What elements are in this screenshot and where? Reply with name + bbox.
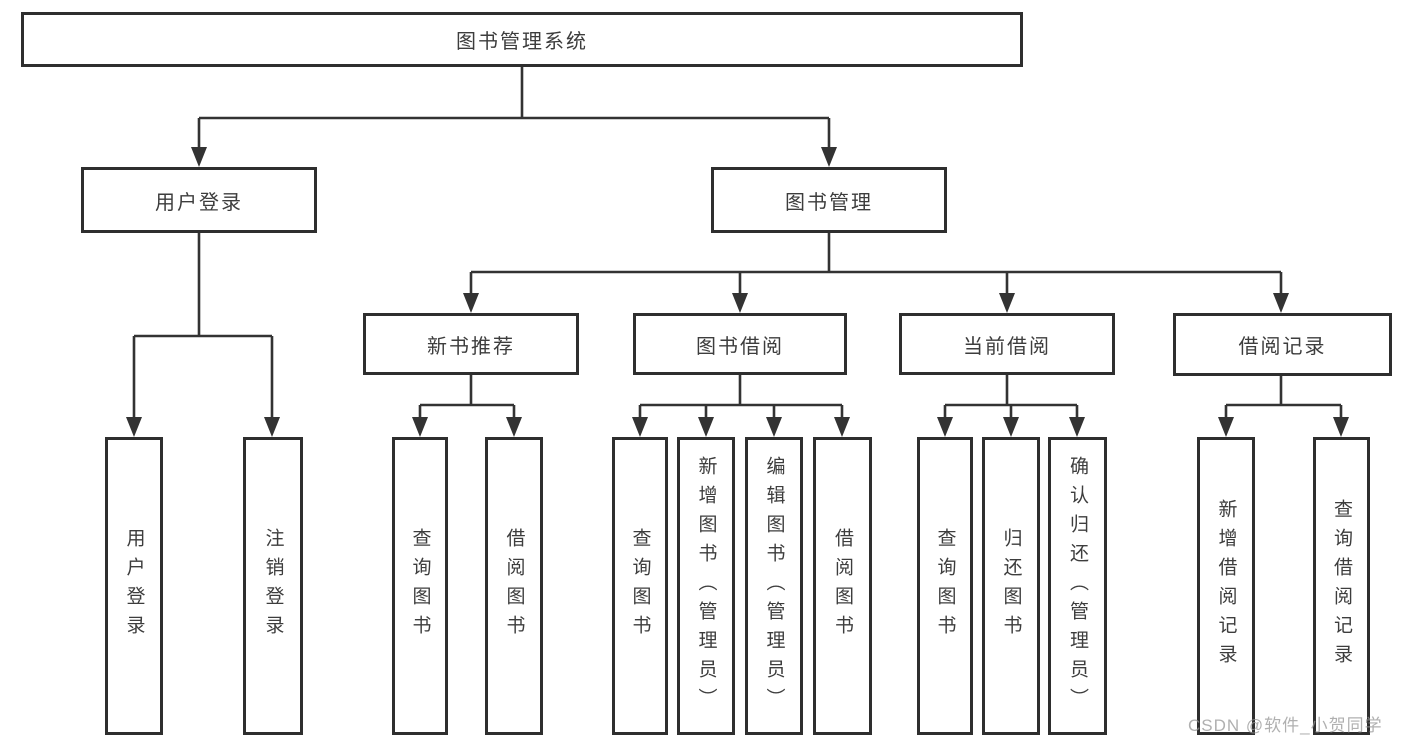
leaf-user-login: 用户登录 (105, 437, 163, 735)
leaf-logout-login-label: 注销登录 (262, 528, 284, 644)
node-borrow-records-label: 借阅记录 (1238, 336, 1327, 358)
leaf-query-books-recommend-label: 查询图书 (409, 528, 431, 644)
leaf-query-books-current: 查询图书 (917, 437, 973, 735)
leaf-borrow-books: 借阅图书 (813, 437, 872, 735)
node-user-login-label: 用户登录 (155, 191, 243, 214)
leaf-confirm-return-admin: 确认归还（管理员） (1048, 437, 1107, 735)
leaf-edit-books-admin-label: 编辑图书（管理员） (763, 455, 785, 717)
node-book-borrow-label: 图书借阅 (696, 335, 784, 358)
node-current-borrow: 当前借阅 (899, 313, 1115, 375)
leaf-add-borrow-record-label: 新增借阅记录 (1215, 499, 1237, 673)
leaf-query-books-current-label: 查询图书 (934, 528, 956, 644)
node-user-login: 用户登录 (81, 167, 317, 233)
node-new-book-recommend: 新书推荐 (363, 313, 579, 375)
leaf-user-login-label: 用户登录 (123, 528, 145, 644)
leaf-return-books: 归还图书 (982, 437, 1040, 735)
leaf-edit-books-admin: 编辑图书（管理员） (745, 437, 803, 735)
leaf-query-borrow-record: 查询借阅记录 (1313, 437, 1370, 735)
node-book-management-label: 图书管理 (785, 191, 873, 214)
leaf-borrow-books-recommend-label: 借阅图书 (503, 528, 525, 644)
leaf-query-borrow-record-label: 查询借阅记录 (1331, 499, 1352, 673)
node-current-borrow-label: 当前借阅 (963, 335, 1051, 358)
node-book-management: 图书管理 (711, 167, 947, 233)
leaf-logout-login: 注销登录 (243, 437, 303, 735)
leaf-query-books-borrow: 查询图书 (612, 437, 668, 735)
leaf-add-borrow-record: 新增借阅记录 (1197, 437, 1255, 735)
leaf-query-books-borrow-label: 查询图书 (629, 528, 651, 644)
node-new-book-recommend-label: 新书推荐 (427, 335, 515, 358)
node-library-system-label: 图书管理系统 (456, 31, 588, 53)
watermark: CSDN @软件_小贺同学 (1188, 716, 1383, 735)
node-borrow-records: 借阅记录 (1173, 313, 1392, 376)
leaf-query-books-recommend: 查询图书 (392, 437, 448, 735)
node-book-borrow: 图书借阅 (633, 313, 847, 375)
leaf-return-books-label: 归还图书 (1000, 528, 1022, 644)
leaf-borrow-books-recommend: 借阅图书 (485, 437, 543, 735)
leaf-confirm-return-admin-label: 确认归还（管理员） (1067, 455, 1088, 717)
node-library-system: 图书管理系统 (21, 12, 1023, 67)
leaf-add-books-admin: 新增图书（管理员） (677, 437, 735, 735)
leaf-add-books-admin-label: 新增图书（管理员） (695, 455, 717, 717)
leaf-borrow-books-label: 借阅图书 (832, 528, 853, 644)
